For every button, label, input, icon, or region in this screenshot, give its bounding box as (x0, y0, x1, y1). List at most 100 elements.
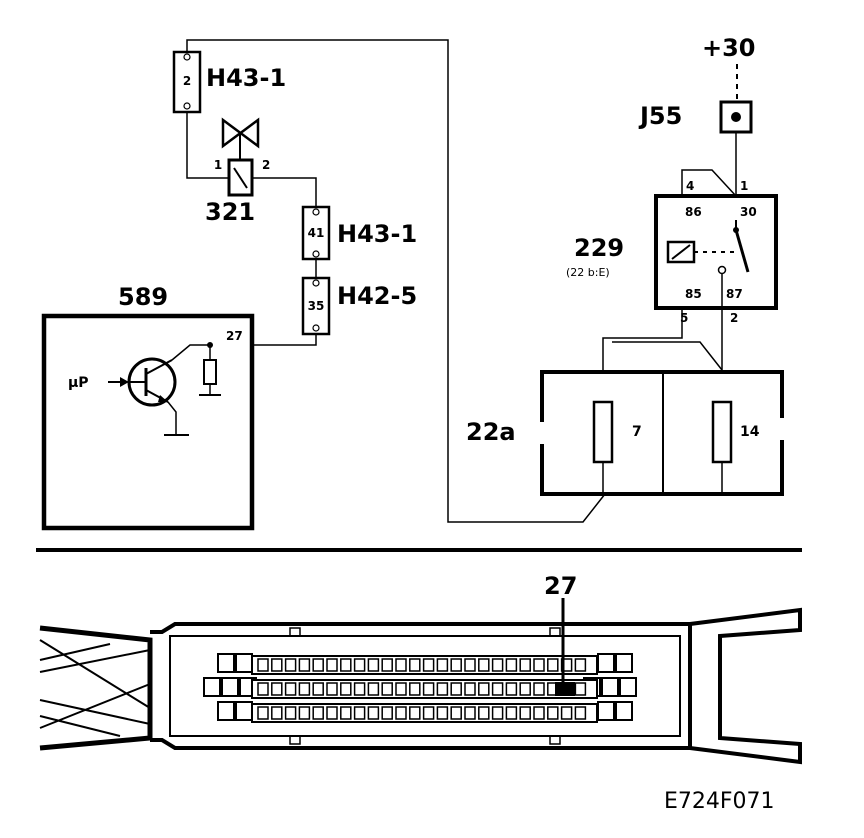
pin-large (235, 701, 253, 721)
pin (284, 682, 297, 696)
pin (547, 706, 559, 720)
pin (381, 658, 393, 672)
ecu-input-label: µP (68, 375, 89, 391)
pin (478, 658, 490, 672)
pin (464, 658, 476, 672)
ecu-label: 589 (118, 283, 168, 311)
valve-pin1-label: 1 (214, 158, 222, 172)
pin (519, 682, 531, 696)
j55-label: J55 (638, 102, 682, 130)
pins-rows (251, 655, 598, 723)
pin (409, 682, 421, 696)
relay-229: 229 (22 b:E) 4 1 86 30 85 87 5 2 (566, 169, 778, 325)
connector-h43-1-top: 2 H43-1 (172, 50, 286, 114)
pin (533, 682, 545, 696)
pin-large (597, 653, 615, 673)
wire-fuse-bridge (612, 341, 723, 371)
wire-valve-to-h43-mid (252, 177, 317, 207)
pin (436, 682, 449, 696)
supply-label: +30 (702, 34, 756, 62)
pin (257, 706, 269, 720)
pin (271, 658, 283, 672)
fuse14-label: 14 (740, 424, 760, 440)
valve-pin2-label: 2 (262, 158, 270, 172)
fusebox-22a: 22a 7 14 (466, 370, 785, 496)
pin (257, 658, 269, 672)
pin (519, 658, 531, 672)
pin (505, 706, 518, 720)
pin (464, 706, 476, 720)
pin (491, 658, 504, 672)
connector-h43-1-mid-label: H43-1 (337, 220, 417, 248)
relay-pin2: 2 (730, 311, 738, 325)
pin (409, 658, 421, 672)
pin-large (217, 701, 235, 721)
pin (464, 682, 476, 696)
pin (574, 658, 587, 672)
pin (381, 682, 393, 696)
pin (395, 706, 407, 720)
connector-h42-5: 35 H42-5 (301, 276, 417, 336)
connector-h43-1-mid-pin: 41 (308, 226, 325, 240)
relay-pin85: 85 (685, 287, 702, 301)
pin-large (217, 653, 235, 673)
pin (519, 706, 531, 720)
pin (353, 682, 366, 696)
pin-large (221, 677, 239, 697)
pin (478, 682, 490, 696)
connector-h43-1-top-pin: 2 (183, 74, 191, 88)
pin (353, 706, 366, 720)
pin-27-highlight (555, 682, 575, 696)
pin (284, 706, 297, 720)
pin (395, 658, 407, 672)
pin (491, 706, 504, 720)
pin (533, 658, 545, 672)
relay-label: 229 (574, 234, 624, 262)
pin (367, 706, 380, 720)
pin (478, 706, 490, 720)
relay-pin1: 1 (740, 179, 748, 193)
relay-pin86: 86 (685, 205, 702, 219)
pin (312, 682, 324, 696)
pin (547, 658, 559, 672)
wire-h43-to-valve (186, 112, 229, 179)
wire-ring (186, 39, 606, 523)
pin (450, 658, 462, 672)
pin (409, 706, 421, 720)
pin (436, 658, 449, 672)
connector-h43-1-top-label: H43-1 (206, 64, 286, 92)
pin-large (615, 701, 633, 721)
pin (422, 658, 435, 672)
relay-pin30: 30 (740, 205, 757, 219)
pin-large (597, 701, 615, 721)
connector-h43-1-mid: 41 H43-1 (301, 205, 417, 261)
pin (257, 682, 269, 696)
pin (271, 682, 283, 696)
pin (340, 706, 352, 720)
pin-large (615, 653, 633, 673)
relay-pin87: 87 (726, 287, 743, 301)
pin-large (601, 677, 619, 697)
pin (422, 682, 435, 696)
fusebox-label: 22a (466, 418, 516, 446)
pin (326, 706, 338, 720)
pin (340, 682, 352, 696)
pin (505, 658, 518, 672)
connector-pin-label: 27 (544, 572, 577, 600)
pin-large (203, 677, 221, 697)
pin (284, 658, 297, 672)
pin (326, 682, 338, 696)
fuse7-label: 7 (632, 424, 642, 440)
pin (422, 706, 435, 720)
valve-id-label: 321 (205, 198, 255, 226)
pin (533, 706, 545, 720)
relay-pin5: 5 (680, 311, 688, 325)
pin (450, 706, 462, 720)
relay-note: (22 b:E) (566, 266, 610, 279)
pin (491, 682, 504, 696)
pin-large (619, 677, 637, 697)
pin (505, 682, 518, 696)
connector-h42-5-label: H42-5 (337, 282, 417, 310)
pin (367, 682, 380, 696)
